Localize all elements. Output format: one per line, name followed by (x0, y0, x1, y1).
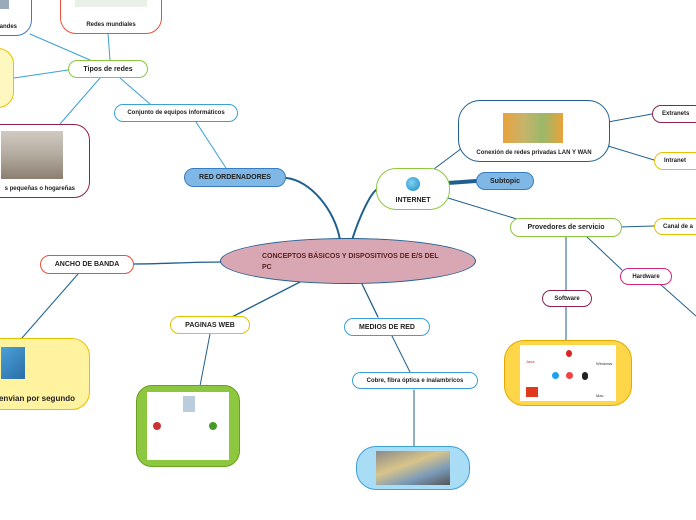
subtopic-software[interactable]: Software (542, 290, 592, 307)
card-conexion-redes-caption: Conexión de redes privadas LAN Y WAN (476, 150, 592, 156)
software-logos-panel: Java Windows Mac (520, 345, 616, 401)
connector-tipos-grandes (29, 33, 91, 61)
card-cables[interactable] (356, 446, 470, 490)
card-ancho-banda[interactable]: envian por segundo (0, 338, 90, 410)
connector-proveedores-hardware (585, 235, 623, 271)
mac-logo-label: Mac (596, 393, 604, 398)
connector-central-red-ordenadores (285, 177, 341, 241)
network-devices-image (1, 347, 25, 379)
chrome-icon (566, 372, 573, 379)
connector-conjunto-tipos (119, 77, 151, 105)
card-redes-pequenas[interactable]: s pequeñas o hogareñas (0, 124, 90, 198)
windows-logo-label: Windows (596, 361, 613, 366)
topic-red-ordenadores-label: RED ORDENADORES (199, 174, 271, 181)
connector-tipos-left (13, 69, 69, 79)
connector-internet-proveedores (447, 197, 521, 221)
subtopic-cobre-fibra[interactable]: Cobre, fibra óptica e inalambricos (352, 372, 478, 389)
subtopic-software-label: Software (554, 295, 580, 302)
connector-ancho-card (21, 273, 79, 339)
topic-medios-de-red[interactable]: MEDIOS DE RED (344, 318, 430, 336)
linux-icon (582, 372, 588, 380)
connector-tipos-pequenas (59, 77, 101, 125)
connector-central-ancho (132, 261, 223, 265)
connector-proveedores-canal (619, 225, 655, 228)
subtopic-hardware[interactable]: Hardware (620, 268, 672, 285)
java-logo-label: Java (526, 359, 535, 364)
card-redes-grandes[interactable]: andes (0, 0, 32, 36)
subtopic-intranet-label: Intranet (664, 158, 687, 164)
connector-paginas-card (199, 333, 211, 387)
central-topic[interactable]: CONCEPTOS BÁSICOS Y DISPOSITIVOS DE E/S … (220, 238, 476, 284)
subtopic-tipos-de-redes-label: Tipos de redes (83, 65, 133, 73)
skype-icon (552, 372, 559, 379)
topic-paginas-web-label: PAGINAS WEB (185, 321, 235, 329)
topic-ancho-de-banda-label: ANCHO DE BANDA (54, 261, 120, 268)
redes-mundiales-image (75, 0, 147, 7)
subtopic-canal-label: Canal de a (663, 223, 694, 230)
connector-central-paginas (229, 281, 301, 319)
office-icon (526, 387, 538, 397)
server-icon (183, 396, 195, 412)
connector-internet-subtopic (446, 179, 478, 185)
subtopic-node-label: Subtopic (490, 177, 520, 185)
topic-internet[interactable]: INTERNET (376, 168, 450, 210)
subtopic-conjunto-equipos-label: Conjunto de equipos informáticos (127, 110, 225, 116)
card-conexion-redes[interactable]: Conexión de redes privadas LAN Y WAN (458, 100, 610, 162)
city-network-image (503, 113, 563, 143)
connector-tipos-mundiales (107, 33, 111, 61)
redes-grandes-image (0, 0, 9, 9)
topic-ancho-de-banda[interactable]: ANCHO DE BANDA (40, 255, 134, 274)
subtopic-tipos-de-redes[interactable]: Tipos de redes (68, 60, 148, 78)
card-redes-mundiales[interactable]: Redes mundiales (60, 0, 162, 34)
connector-central-medios (361, 283, 379, 318)
redes-mundiales-caption: Redes mundiales (86, 22, 136, 28)
connector-conexion-intranet (607, 145, 655, 161)
subtopic-proveedores-label: Provedores de servicio (527, 224, 605, 231)
opera-icon (566, 350, 572, 357)
subtopic-node[interactable]: Subtopic (476, 172, 534, 190)
card-software-logos[interactable]: Java Windows Mac (504, 340, 632, 406)
card-paginas-web[interactable] (136, 385, 240, 467)
connector-conexion-extranets (607, 113, 653, 123)
http-right-icon (209, 422, 217, 430)
connector-medios-cobre (391, 335, 411, 373)
connector-hardware-right (659, 283, 696, 317)
topic-internet-label: INTERNET (395, 197, 431, 204)
card-ancho-banda-caption: envian por segundo (0, 394, 75, 403)
subtopic-intranet[interactable]: Intranet (654, 152, 696, 170)
redes-pequenas-image (1, 131, 63, 179)
subtopic-conjunto-equipos[interactable]: Conjunto de equipos informáticos (114, 104, 238, 122)
central-topic-label: CONCEPTOS BÁSICOS Y DISPOSITIVOS DE E/S … (262, 253, 439, 271)
connector-red-conjunto (195, 121, 227, 169)
subtopic-hardware-label: Hardware (632, 273, 660, 280)
topic-red-ordenadores[interactable]: RED ORDENADORES (184, 168, 286, 187)
subtopic-extranets[interactable]: Extranets (652, 105, 696, 123)
http-left-icon (153, 422, 161, 430)
subtopic-extranets-label: Extranets (662, 111, 690, 117)
connector-central-internet (351, 189, 377, 241)
http-diagram-image (147, 392, 229, 460)
topic-paginas-web[interactable]: PAGINAS WEB (170, 316, 250, 334)
subtopic-cobre-fibra-label: Cobre, fibra óptica e inalambricos (366, 377, 464, 384)
card-tipos-left[interactable] (0, 48, 14, 108)
cables-image (376, 451, 450, 485)
subtopic-proveedores[interactable]: Provedores de servicio (510, 218, 622, 237)
redes-grandes-caption: andes (0, 24, 17, 30)
subtopic-canal[interactable]: Canal de a (654, 218, 696, 235)
redes-pequenas-caption: s pequeñas o hogareñas (4, 186, 75, 192)
globe-search-icon (406, 177, 420, 191)
topic-medios-de-red-label: MEDIOS DE RED (358, 323, 415, 331)
